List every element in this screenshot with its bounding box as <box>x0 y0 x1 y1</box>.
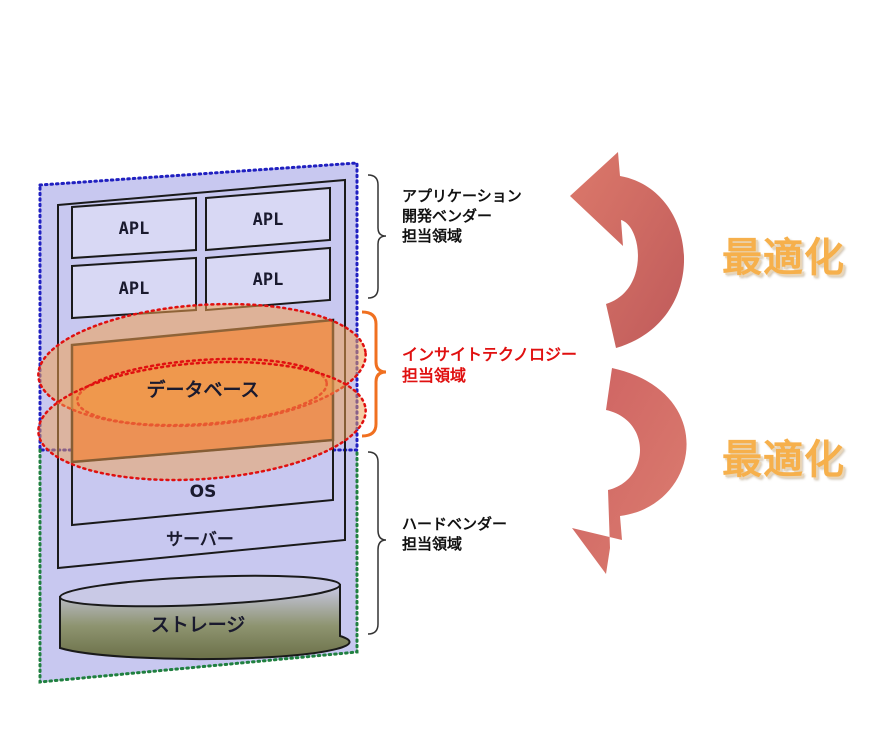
insight-tech-responsibility-label: インサイトテクノロジー 担当領域 <box>402 344 577 386</box>
optimize-arrow-top <box>570 152 685 348</box>
insight-tech-line-2: 担当領域 <box>402 366 467 385</box>
app-vendor-line-2: 開発ベンダー <box>402 207 493 225</box>
apl-label-4: APL <box>253 270 284 290</box>
apl-label-3: APL <box>119 279 150 299</box>
apl-label-2: APL <box>253 210 284 230</box>
database-label: データベース <box>146 378 259 401</box>
hw-vendor-responsibility-label: ハードベンダー 担当領域 <box>402 514 507 554</box>
optimize-arrow-bottom <box>572 368 687 574</box>
bracket-app-vendor <box>367 174 387 299</box>
server-label: サーバー <box>166 530 234 550</box>
app-vendor-line-3: 担当領域 <box>402 227 463 245</box>
hw-vendor-line-2: 担当領域 <box>402 535 463 553</box>
highlight-ellipse-bottom <box>37 360 367 482</box>
storage-cylinder-top <box>59 574 341 608</box>
apl-box-1 <box>71 196 197 260</box>
apl-label-1: APL <box>119 219 150 239</box>
hw-vendor-line-1: ハードベンダー <box>402 515 508 533</box>
apl-box-4 <box>205 246 331 312</box>
insight-tech-line-1: インサイトテクノロジー <box>402 345 578 364</box>
bracket-hw-vendor <box>367 451 387 635</box>
bracket-insight-tech <box>361 310 387 438</box>
app-vendor-line-1: アプリケーション <box>402 187 522 205</box>
app-vendor-responsibility-label: アプリケーション 開発ベンダー 担当領域 <box>402 186 522 246</box>
apl-box-2 <box>205 186 331 252</box>
hw-region-border <box>38 448 359 684</box>
os-label: OS <box>190 482 217 502</box>
app-region-border <box>38 161 359 452</box>
optimize-label-bottom: 最適化 <box>722 437 845 483</box>
optimize-label-top: 最適化 <box>722 235 845 281</box>
storage-label: ストレージ <box>151 614 246 636</box>
